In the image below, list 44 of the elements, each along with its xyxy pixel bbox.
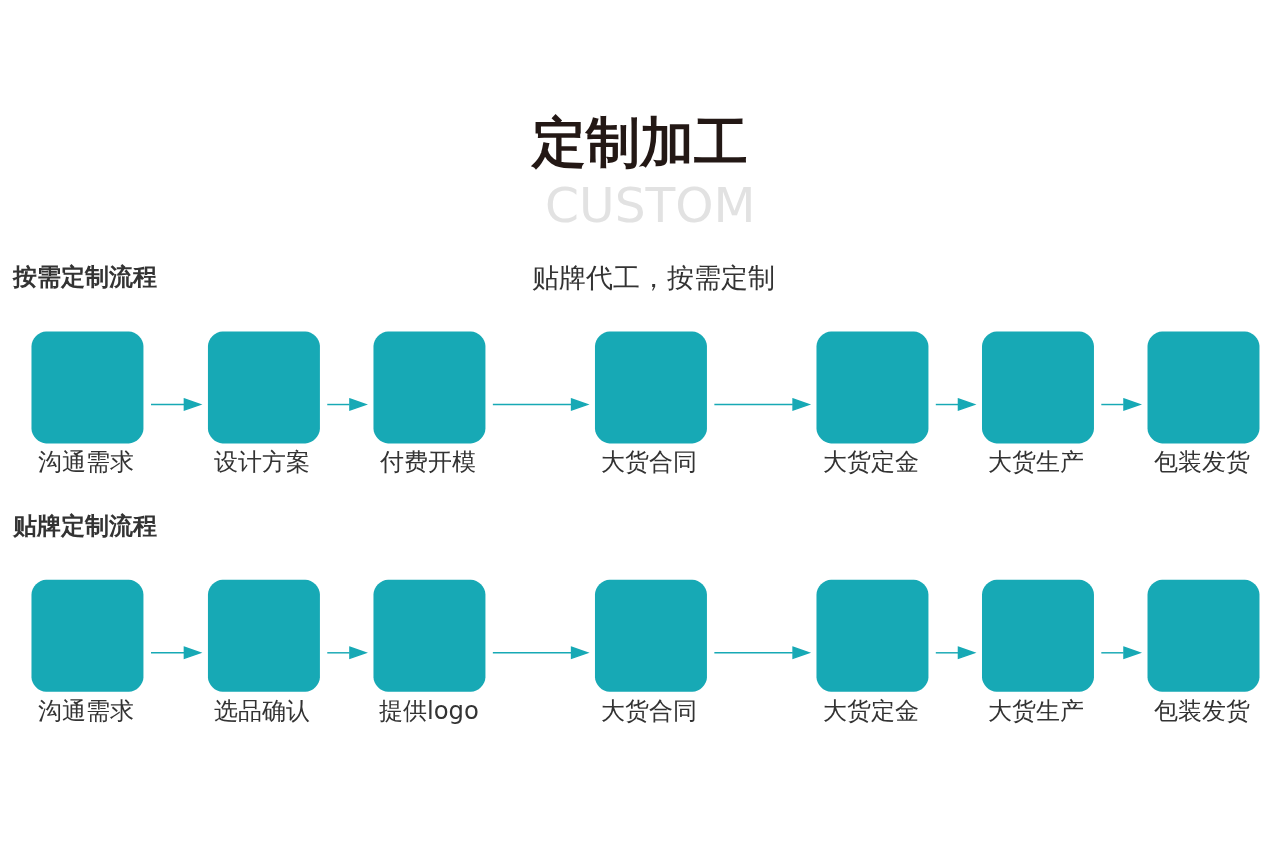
node-box: [594, 331, 707, 444]
label: 贴牌代工，按需定制: [531, 262, 775, 294]
node-label: 大货定金: [822, 695, 919, 725]
node-label: 包装发货: [1153, 447, 1250, 477]
node-label: 大货合同: [601, 447, 698, 477]
arrow: [492, 397, 590, 412]
label: 按需定制流程: [13, 262, 158, 292]
node-label: 包装发货: [1153, 695, 1250, 725]
node-label: 大货生产: [988, 447, 1085, 477]
node-box: [1147, 579, 1260, 692]
diagram-title: 定制加工: [531, 111, 748, 175]
arrow: [713, 646, 812, 660]
arrow: [150, 397, 203, 412]
arrow: [326, 397, 368, 412]
node-box: [982, 331, 1094, 444]
arrow: [1100, 646, 1142, 660]
node-label: 设计方案: [214, 447, 311, 477]
node-box: [207, 331, 320, 444]
arrow: [492, 646, 590, 660]
arrow: [150, 646, 203, 660]
arrow: [935, 646, 977, 660]
node-box: [31, 579, 144, 692]
arrow: [326, 646, 368, 660]
node-box: [373, 331, 486, 444]
arrow: [935, 397, 977, 412]
node-label: 大货生产: [988, 695, 1085, 725]
node-box: [816, 331, 929, 444]
node-box: [816, 579, 929, 692]
node-label: 沟通需求: [37, 447, 134, 477]
node-box: [373, 579, 486, 692]
node-label: 付费开模: [379, 447, 476, 477]
node-box: [594, 579, 707, 692]
arrow: [713, 397, 812, 412]
node-label: 提供logo: [378, 695, 479, 725]
node-label: 大货定金: [822, 447, 919, 477]
node-box: [1147, 331, 1260, 444]
node-box: [31, 331, 144, 444]
arrow: [1100, 397, 1142, 412]
node-label: 选品确认: [214, 695, 311, 725]
node-label: 大货合同: [601, 695, 698, 725]
node-box: [982, 579, 1094, 692]
label: 贴牌定制流程: [13, 510, 158, 540]
node-box: [207, 579, 320, 692]
node-label: 沟通需求: [37, 695, 134, 725]
